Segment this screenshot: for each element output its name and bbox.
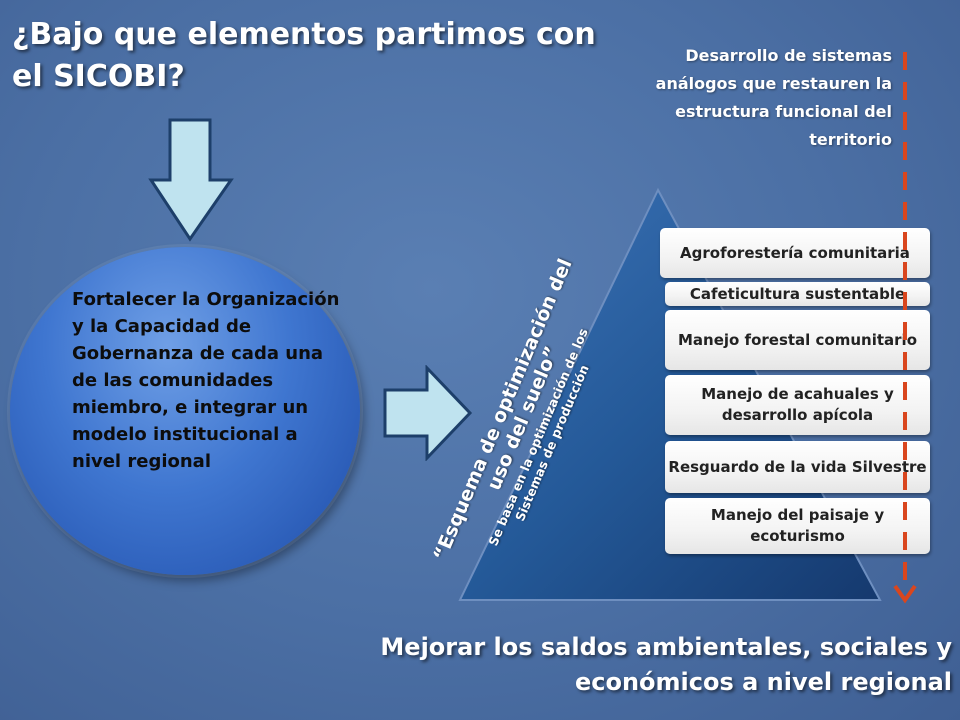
box-manejo-forestal: Manejo forestal comunitario [665,310,930,370]
down-arrow-icon [148,118,234,242]
right-arrow-icon [383,365,473,461]
top-note: Desarrollo de sistemas análogos que rest… [655,46,892,149]
box-cafeticultura: Cafeticultura sustentable [665,282,930,306]
bottom-note: Mejorar los saldos ambientales, sociales… [380,633,952,696]
governance-circle [10,247,360,575]
box-acahuales: Manejo de acahuales y desarrollo apícola [665,375,930,435]
box-vida-silvestre: Resguardo de la vida Silvestre [665,441,930,493]
circle-text: Fortalecer la Organización y la Capacida… [72,289,340,472]
page-title: ¿Bajo que elementos partimos con el SICO… [12,17,596,94]
box-paisaje: Manejo del paisaje y ecoturismo [665,498,930,554]
box-agroforesteria: Agroforestería comunitaria [660,228,930,278]
dashed-down-arrow-icon [893,52,917,604]
